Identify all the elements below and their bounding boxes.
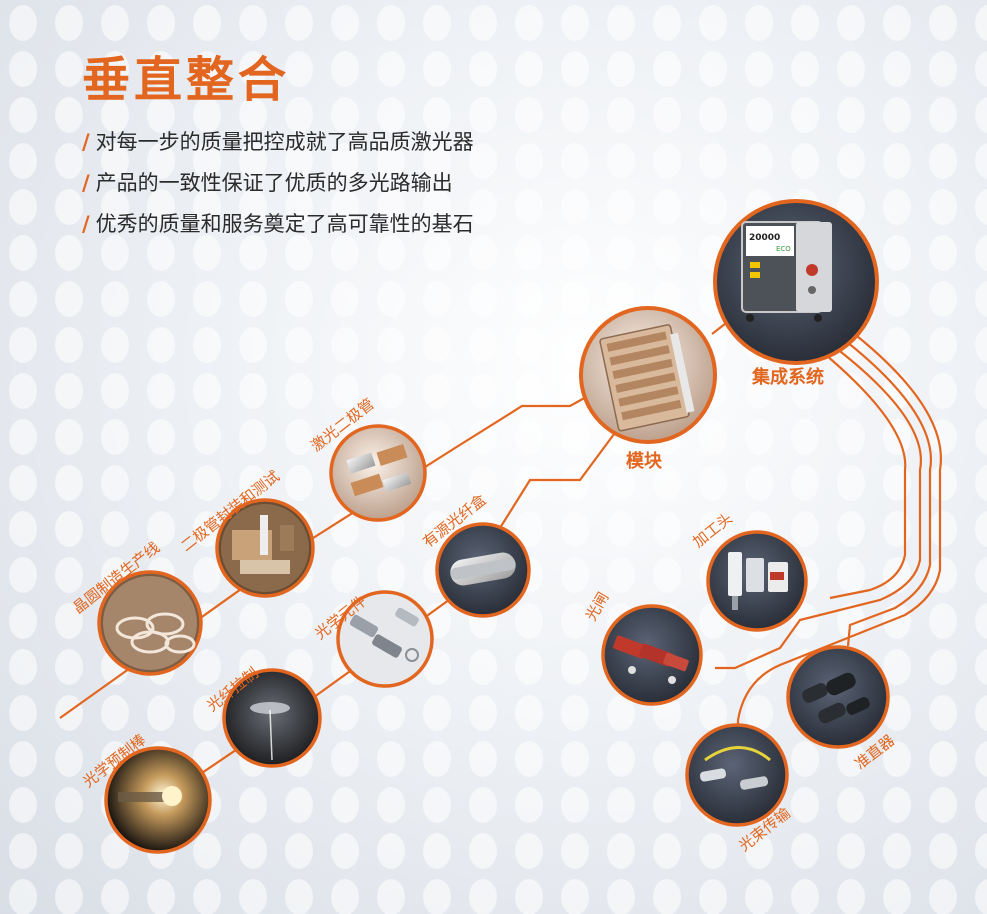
system-bus-line-2: [841, 337, 932, 647]
laser-diode-node: [329, 424, 427, 522]
slash-icon: /: [82, 171, 90, 195]
system-bus-line-4: [819, 349, 907, 600]
bullet-item: /对每一步的质量把控成就了高品质激光器: [82, 122, 474, 163]
fiber-drawing-node: [222, 668, 322, 768]
page-title: 垂直整合: [82, 52, 291, 108]
optical-components-node: [336, 590, 434, 688]
bullet-text: 对每一步的质量把控成就了高品质激光器: [95, 130, 474, 154]
processing-head-node: [706, 530, 808, 632]
bullet-item: /优秀的质量和服务奠定了高可靠性的基石: [82, 204, 474, 245]
slash-icon: /: [82, 130, 90, 154]
laser-badge: 20000: [749, 233, 780, 243]
bullet-text: 优秀的质量和服务奠定了高可靠性的基石: [95, 212, 474, 236]
slash-icon: /: [82, 212, 90, 236]
bullet-list: /对每一步的质量把控成就了高品质激光器 /产品的一致性保证了优质的多光路输出 /…: [82, 122, 474, 245]
bullet-text: 产品的一致性保证了优质的多光路输出: [95, 171, 453, 195]
collimator-node: [786, 645, 890, 749]
diode-packaging-node: [215, 498, 315, 598]
laser-badge-sub: ECO: [776, 245, 791, 253]
wafer-fab-node: [97, 570, 203, 676]
system-node: 20000 ECO: [713, 199, 879, 365]
system-bus-line-1: [715, 344, 922, 670]
system-bus-line-3: [736, 331, 942, 732]
module-label: 模块: [626, 450, 663, 472]
beam-delivery-node: [685, 723, 789, 827]
module-node: [579, 306, 717, 444]
optical-preform-node: [104, 746, 212, 854]
active-fiber-box-node: [435, 522, 531, 618]
shutter-label: 光闸: [582, 589, 613, 624]
shutter-node: [601, 604, 703, 706]
bullet-item: /产品的一致性保证了优质的多光路输出: [82, 163, 474, 204]
system-label: 集成系统: [751, 366, 824, 388]
